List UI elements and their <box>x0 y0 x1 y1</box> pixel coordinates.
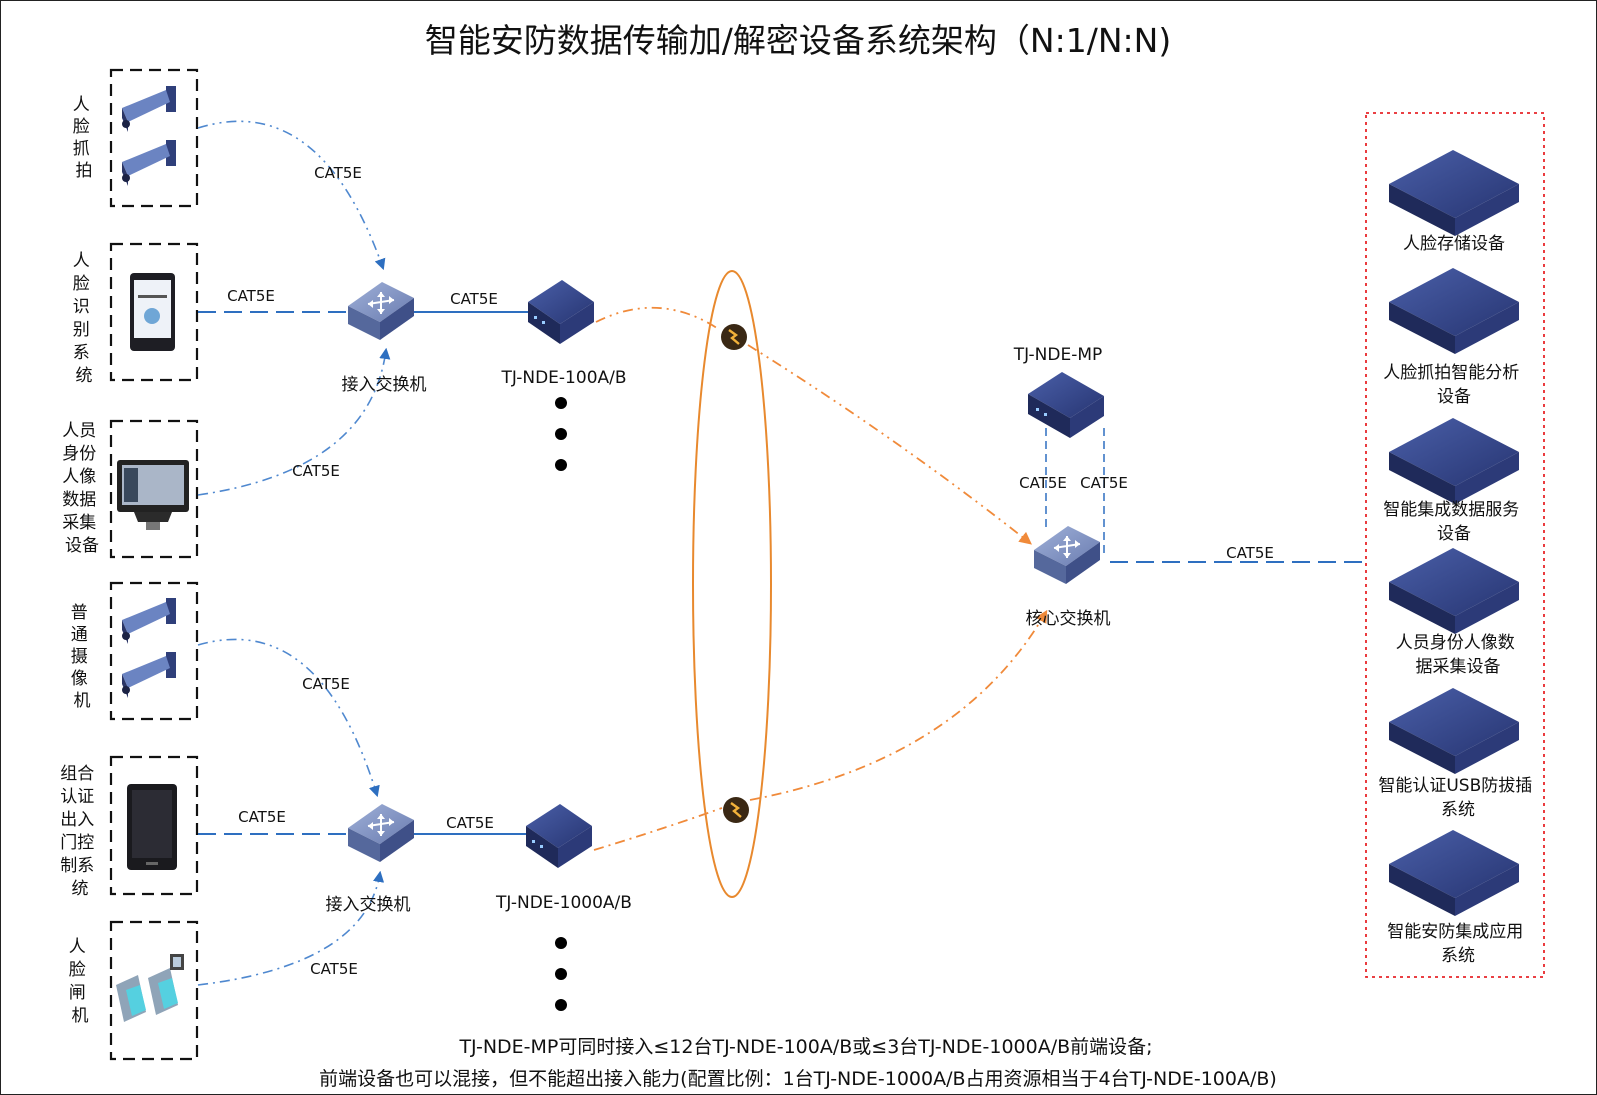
group-label: 人 脸 抓 拍 <box>73 95 95 181</box>
encryptor-label: TJ-NDE-100A/B <box>500 368 626 388</box>
network-ellipse <box>692 270 772 898</box>
access-switch-label: 接入交换机 <box>342 375 427 395</box>
link-face-capture-to-switch <box>197 120 386 271</box>
group-face-gate: 人 脸 闸 机 <box>69 920 199 1061</box>
server-unit-id-collection <box>1389 548 1519 634</box>
diagram-title: 智能安防数据传输加/解密设备系统架构（N:1/N:N) <box>425 21 1171 60</box>
group-face-recognition: 人 脸 识 别 系 统 <box>73 242 199 386</box>
cable-label: CAT5E <box>314 164 362 182</box>
group-label: 人 脸 识 别 系 统 <box>73 251 95 386</box>
cable-label: CAT5E <box>302 675 350 693</box>
server-label: 智能认证USB防拔插 系统 <box>1378 776 1537 820</box>
server-unit-usb <box>1389 688 1519 774</box>
mp-device <box>1028 372 1104 438</box>
lightning-icon <box>721 324 747 350</box>
mp-label: TJ-NDE-MP <box>1013 345 1103 365</box>
encryptor-device-100 <box>528 280 594 344</box>
group-label: 人 脸 闸 机 <box>69 937 91 1026</box>
cable-label: CAT5E <box>450 290 498 308</box>
link-normal-camera-to-switch <box>197 638 380 798</box>
server-label: 人员身份人像数 据采集设备 <box>1396 633 1520 677</box>
access-switch-top <box>348 282 414 340</box>
core-switch <box>1034 526 1100 584</box>
face-terminal-icon <box>130 273 175 351</box>
footnote-line-2: 前端设备也可以混接，但不能超出接入能力(配置比例：1台TJ-NDE-1000A/… <box>319 1068 1277 1090</box>
group-normal-camera: 普 通 摄 像 机 <box>71 581 199 721</box>
group-label: 组合 认证 出入 门控 制系 统 <box>60 764 99 899</box>
server-unit-data-service <box>1389 418 1519 504</box>
kiosk-terminal-icon <box>117 460 189 530</box>
link-cloud1-to-core <box>747 344 1032 545</box>
group-face-capture: 人 脸 抓 拍 <box>73 68 199 208</box>
encryptor-device-1000 <box>526 804 592 868</box>
encryptor-label: TJ-NDE-1000A/B <box>495 893 632 913</box>
cable-label: CAT5E <box>1080 474 1128 492</box>
server-label: 智能安防集成应用 系统 <box>1387 922 1528 966</box>
group-label: 普 通 摄 像 机 <box>71 603 93 711</box>
server-label: 智能集成数据服务 设备 <box>1383 500 1524 544</box>
group-access-control: 组合 认证 出入 门控 制系 统 <box>60 755 199 899</box>
cable-label: CAT5E <box>292 462 340 480</box>
group-label: 人员 身份 人像 数据 采集 设备 <box>62 421 101 556</box>
camera-icon <box>122 86 176 132</box>
server-group-box <box>1365 112 1545 978</box>
server-label: 人脸抓拍智能分析 设备 <box>1383 363 1524 407</box>
access-terminal-icon <box>127 784 177 870</box>
more-devices-dots <box>555 397 567 1011</box>
camera-icon <box>122 140 176 186</box>
access-switch-bottom <box>348 804 414 862</box>
cable-label: CAT5E <box>310 960 358 978</box>
server-label: 人脸存储设备 <box>1403 234 1505 254</box>
core-switch-label: 核心交换机 <box>1026 609 1111 629</box>
server-unit-storage <box>1389 150 1519 236</box>
link-face-gate-to-switch <box>197 870 385 986</box>
access-switch-label: 接入交换机 <box>326 895 411 915</box>
lightning-icon <box>723 797 749 823</box>
cable-label: CAT5E <box>1226 544 1274 562</box>
cable-label: CAT5E <box>1019 474 1067 492</box>
link-cloud2-to-core <box>749 609 1048 801</box>
camera-icon <box>122 652 176 698</box>
gate-turnstile-icon <box>116 954 184 1022</box>
cable-label: CAT5E <box>238 808 286 826</box>
cable-label: CAT5E <box>446 814 494 832</box>
group-id-collection: 人员 身份 人像 数据 采集 设备 <box>62 419 199 559</box>
footnote-line-1: TJ-NDE-MP可同时接入≤12台TJ-NDE-100A/B或≤3台TJ-ND… <box>458 1036 1152 1058</box>
link-encryptor1-to-core <box>595 306 721 331</box>
link-encryptor2-to-cloud <box>593 807 723 851</box>
cable-label: CAT5E <box>227 287 275 305</box>
link-id-collection-to-switch <box>197 347 391 496</box>
camera-icon <box>122 598 176 644</box>
server-unit-analysis <box>1389 268 1519 354</box>
server-unit-application <box>1389 830 1519 916</box>
